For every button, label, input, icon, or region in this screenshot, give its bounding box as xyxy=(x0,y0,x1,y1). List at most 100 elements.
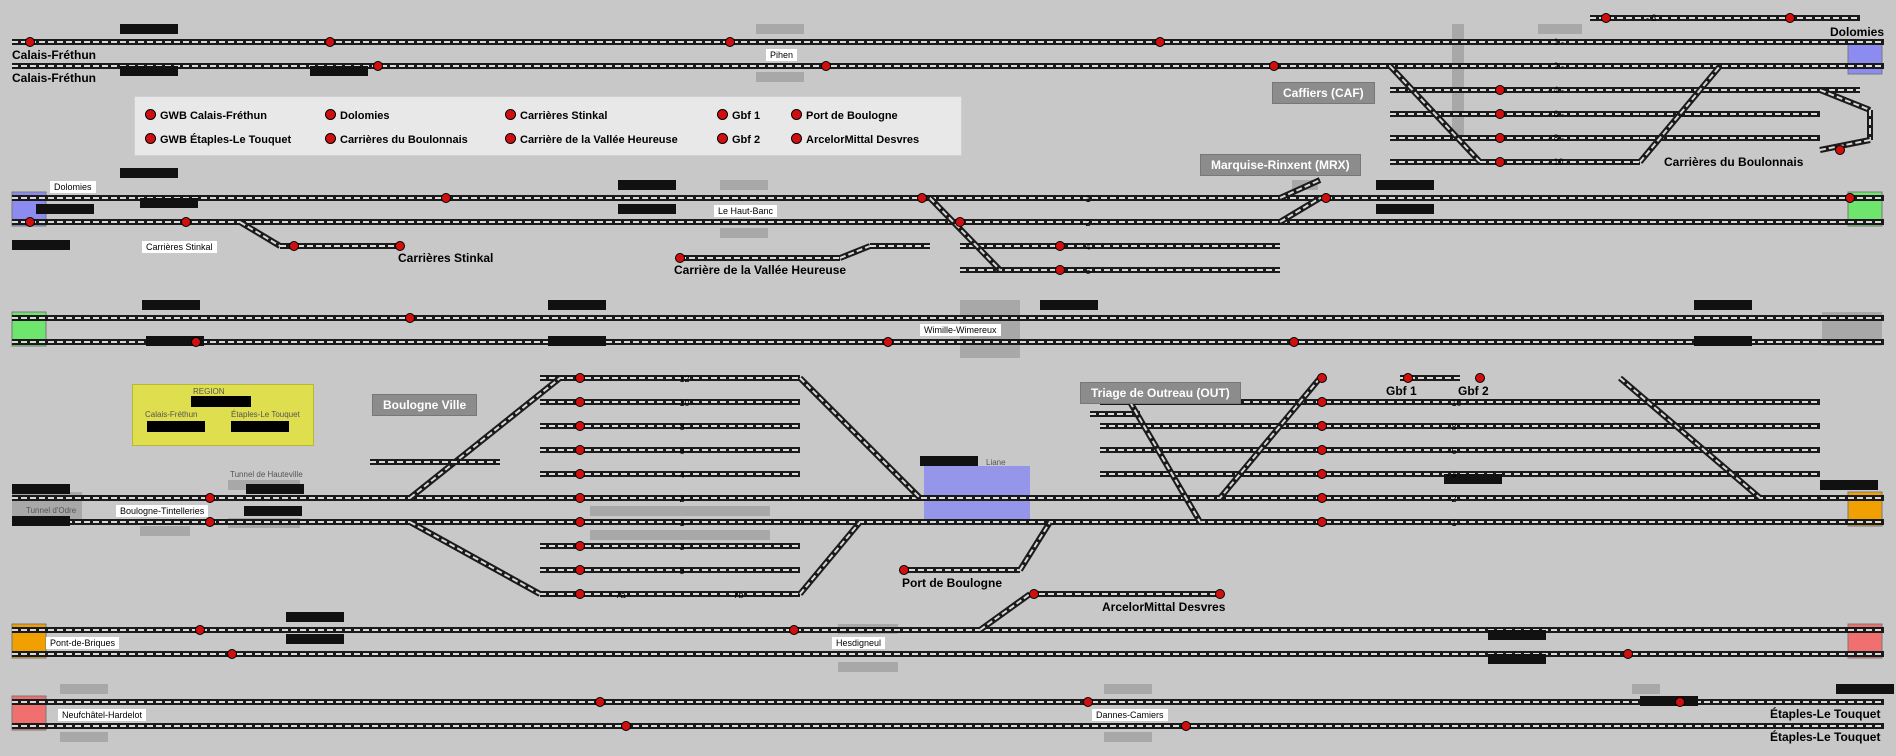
signal-icon[interactable] xyxy=(899,565,909,575)
signal-icon[interactable] xyxy=(1403,373,1413,383)
signal-icon[interactable] xyxy=(575,517,585,527)
signal-icon[interactable] xyxy=(441,193,451,203)
signal-icon[interactable] xyxy=(789,625,799,635)
legend-item[interactable]: Port de Boulogne xyxy=(791,109,898,122)
signal-icon[interactable] xyxy=(1835,145,1845,155)
train-display xyxy=(246,484,304,494)
signal-icon[interactable] xyxy=(181,217,191,227)
legend-item[interactable]: Carrière de la Vallée Heureuse xyxy=(505,133,678,146)
signal-icon[interactable] xyxy=(1321,193,1331,203)
signal-icon[interactable] xyxy=(1623,649,1633,659)
signal-icon[interactable] xyxy=(1601,13,1611,23)
station-label-dannes: Dannes-Camiers xyxy=(1092,709,1168,721)
train-display xyxy=(120,66,178,76)
signal-icon[interactable] xyxy=(1269,61,1279,71)
signal-icon[interactable] xyxy=(1317,421,1327,431)
signal-icon[interactable] xyxy=(1317,493,1327,503)
signal-icon[interactable] xyxy=(917,193,927,203)
signal-icon[interactable] xyxy=(405,313,415,323)
signal-icon[interactable] xyxy=(675,253,685,263)
signal-icon[interactable] xyxy=(1475,373,1485,383)
signal-icon[interactable] xyxy=(1055,241,1065,251)
signal-icon[interactable] xyxy=(595,697,605,707)
section-header-boulogne[interactable]: Boulogne Ville xyxy=(372,394,478,416)
legend-item[interactable]: Gbf 1 xyxy=(717,109,760,122)
section-header-marquise[interactable]: Marquise-Rinxent (MRX) xyxy=(1200,154,1361,176)
signal-icon[interactable] xyxy=(325,37,335,47)
track-number: - 10 - xyxy=(1446,398,1468,408)
signal-icon[interactable] xyxy=(575,397,585,407)
signal-icon[interactable] xyxy=(1495,133,1505,143)
signal-icon[interactable] xyxy=(1317,397,1327,407)
signal-icon[interactable] xyxy=(1317,517,1327,527)
signal-icon[interactable] xyxy=(191,337,201,347)
signal-icon[interactable] xyxy=(1181,721,1191,731)
platform-block xyxy=(60,732,108,742)
signal-icon[interactable] xyxy=(575,421,585,431)
signal-icon[interactable] xyxy=(575,541,585,551)
signal-icon xyxy=(717,133,728,144)
train-display xyxy=(1488,654,1546,664)
signal-icon[interactable] xyxy=(955,217,965,227)
signal-icon xyxy=(505,109,516,120)
track-number: - 3 - xyxy=(674,542,691,552)
track-segment xyxy=(409,377,561,499)
train-display xyxy=(618,204,676,214)
signal-icon[interactable] xyxy=(1155,37,1165,47)
signal-icon[interactable] xyxy=(1055,265,1065,275)
signal-icon[interactable] xyxy=(1029,589,1039,599)
signal-icon[interactable] xyxy=(25,217,35,227)
signal-icon xyxy=(791,109,802,120)
section-header-outreau[interactable]: Triage de Outreau (OUT) xyxy=(1080,382,1241,404)
legend-item[interactable]: GWB Étaples-Le Touquet xyxy=(145,133,291,146)
signal-icon[interactable] xyxy=(1785,13,1795,23)
signal-icon[interactable] xyxy=(1317,445,1327,455)
track-number: - 2 - xyxy=(674,494,691,504)
signal-icon[interactable] xyxy=(205,517,215,527)
signal-icon[interactable] xyxy=(205,493,215,503)
region-panel: REGION Calais-Fréthun Étaples-Le Touquet xyxy=(132,384,314,446)
legend-item[interactable]: GWB Calais-Fréthun xyxy=(145,109,267,122)
signal-icon[interactable] xyxy=(1495,109,1505,119)
signal-icon[interactable] xyxy=(1495,85,1505,95)
signal-icon[interactable] xyxy=(1317,469,1327,479)
signal-icon[interactable] xyxy=(1215,589,1225,599)
legend-item[interactable]: Dolomies xyxy=(325,109,390,122)
signal-icon[interactable] xyxy=(575,493,585,503)
signal-icon[interactable] xyxy=(575,445,585,455)
track-segment xyxy=(1639,65,1721,163)
platform-block xyxy=(720,180,768,190)
signal-icon[interactable] xyxy=(1317,373,1327,383)
signal-icon[interactable] xyxy=(227,649,237,659)
section-header-caffiers[interactable]: Caffiers (CAF) xyxy=(1272,82,1375,104)
train-display xyxy=(12,516,70,526)
legend-item[interactable]: Carrières du Boulonnais xyxy=(325,133,468,146)
legend-item[interactable]: Carrières Stinkal xyxy=(505,109,607,122)
legend-item[interactable]: ArcelorMittal Desvres xyxy=(791,133,919,146)
signal-icon[interactable] xyxy=(1289,337,1299,347)
track-number: - 2 - xyxy=(1080,218,1097,228)
region-display xyxy=(191,396,251,407)
signal-icon[interactable] xyxy=(1675,697,1685,707)
train-display xyxy=(36,204,94,214)
signal-icon[interactable] xyxy=(1845,193,1855,203)
legend-item[interactable]: Gbf 2 xyxy=(717,133,760,146)
signal-icon[interactable] xyxy=(621,721,631,731)
track-segment xyxy=(1389,65,1481,163)
signal-icon[interactable] xyxy=(1495,157,1505,167)
signal-icon[interactable] xyxy=(25,37,35,47)
signal-icon[interactable] xyxy=(725,37,735,47)
train-display xyxy=(286,634,344,644)
signal-icon[interactable] xyxy=(575,565,585,575)
signal-icon[interactable] xyxy=(575,373,585,383)
signal-icon[interactable] xyxy=(1083,697,1093,707)
signal-icon[interactable] xyxy=(575,589,585,599)
signal-icon[interactable] xyxy=(821,61,831,71)
signal-icon[interactable] xyxy=(883,337,893,347)
signal-icon[interactable] xyxy=(575,469,585,479)
signal-icon[interactable] xyxy=(395,241,405,251)
signal-icon[interactable] xyxy=(373,61,383,71)
signal-icon[interactable] xyxy=(289,241,299,251)
signal-icon[interactable] xyxy=(195,625,205,635)
track-number: - 1 - xyxy=(674,518,691,528)
